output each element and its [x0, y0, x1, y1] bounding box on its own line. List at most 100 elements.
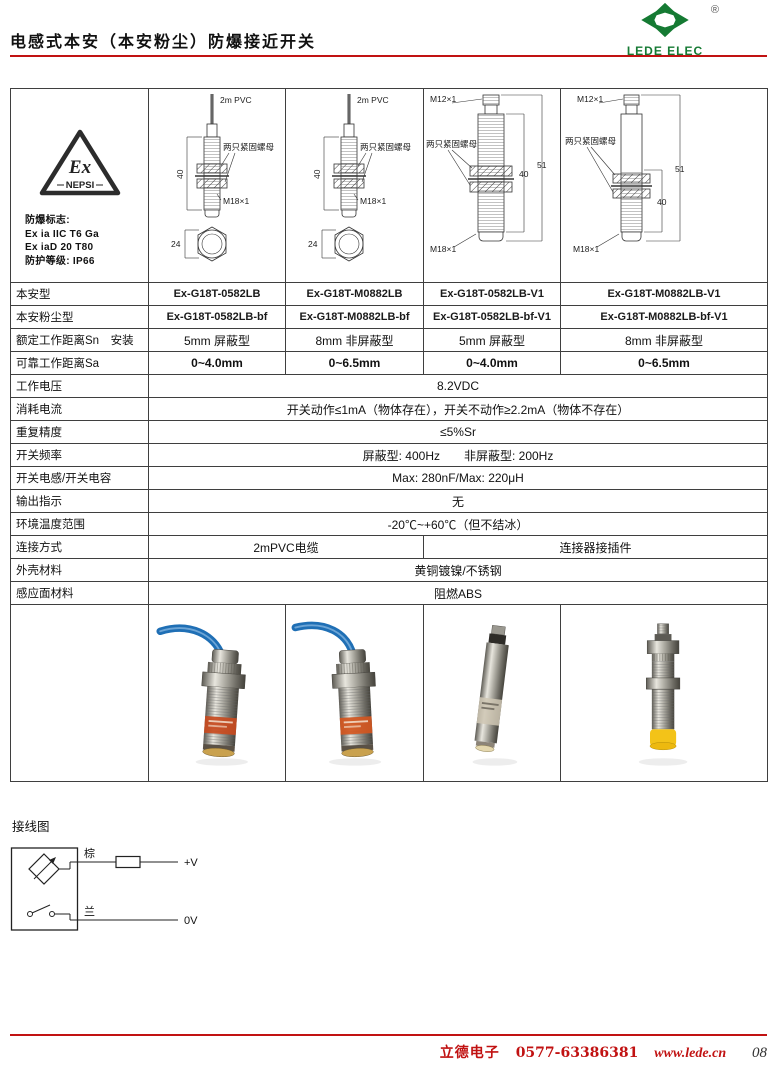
sensor-photo-cable-icon	[291, 621, 382, 766]
sensor-photo-connector-icon	[638, 623, 688, 766]
spec-label: 连接方式	[10, 535, 149, 559]
brand-logo: ® LEDE ELEC	[623, 2, 719, 58]
certification-text: 防爆标志: Ex ia IIC T6 Ga Ex iaD 20 T80 防护等级…	[25, 214, 148, 268]
dim-51-label: 51	[675, 164, 685, 174]
spec-label: 本安型	[10, 282, 149, 306]
nuts-label: 两只紧固螺母	[426, 139, 477, 149]
brand-name: LEDE ELEC	[626, 44, 704, 58]
ex-nepsi-mark: Ex NEPSI	[39, 129, 120, 196]
spec-label: 重复精度	[10, 420, 149, 444]
model-number: Ex-G18T-M0882LB-bf-V1	[560, 305, 768, 329]
wiring-diagram-title: 接线图	[12, 820, 50, 834]
spec-value: 8.2VDC	[148, 374, 768, 398]
nuts-label: 两只紧固螺母	[565, 136, 616, 146]
model-number: Ex-G18T-0582LB-bf	[148, 305, 286, 329]
wire-blue-label: 兰	[84, 905, 95, 918]
spec-value: 黄铜镀镍/不锈钢	[148, 558, 768, 582]
m12-label: M12×1	[577, 94, 603, 104]
footer-page-number: 08	[752, 1045, 767, 1061]
drawing-connector-1: M12×1 两只紧固螺母 40	[423, 88, 561, 283]
spec-value: -20℃~+60℃（但不结冰）	[148, 512, 768, 536]
m18-label: M18×1	[573, 244, 599, 254]
footer: 立德电子 0577-63386381 www.lede.cn 08	[440, 1042, 767, 1062]
cert-line: Ex ia IIC T6 Ga	[25, 228, 99, 240]
vzero-label: 0V	[184, 915, 198, 927]
spec-value: 8mm 非屏蔽型	[285, 328, 424, 352]
dim-40-label: 40	[175, 169, 185, 179]
wiring-diagram: 棕 +V 兰 0V	[10, 846, 198, 931]
spec-row: 工作电压 8.2VDC	[10, 374, 768, 398]
spec-row: 额定工作距离Sn 安装 5mm 屏蔽型 8mm 非屏蔽型 5mm 屏蔽型 8mm…	[10, 328, 768, 352]
page-title: 电感式本安（本安粉尘）防爆接近开关	[10, 34, 317, 51]
spec-row: 开关电感/开关电容 Max: 280nF/Max: 220μH	[10, 466, 768, 490]
spec-value: 2mPVC电缆	[148, 535, 424, 559]
nepsi-text: NEPSI	[65, 180, 94, 191]
cert-line: 防爆标志:	[25, 215, 70, 226]
dim-40-label: 40	[312, 169, 322, 179]
dim-24-label: 24	[308, 239, 318, 249]
registered-mark: ®	[710, 4, 719, 16]
spec-value: Max: 280nF/Max: 220μH	[148, 466, 768, 490]
photos-row	[10, 604, 768, 782]
footer-website-link[interactable]: www.lede.cn	[654, 1046, 727, 1061]
model-number: Ex-G18T-0582LB-V1	[423, 282, 561, 306]
spec-value: 0~6.5mm	[285, 351, 424, 375]
spec-value: 5mm 屏蔽型	[148, 328, 286, 352]
spec-label: 输出指示	[10, 489, 149, 513]
spec-label: 消耗电流	[10, 397, 149, 421]
dim-24-label: 24	[171, 239, 181, 249]
m12-label: M12×1	[430, 94, 456, 104]
dimension-drawing-cable-icon: 2m PVC 两只紧固螺母 40 M18×1	[308, 94, 411, 262]
model-number: Ex-G18T-M0882LB	[285, 282, 424, 306]
cert-line: Ex iaD 20 T80	[25, 242, 94, 253]
footer-company: 立德电子	[439, 1044, 500, 1060]
product-photo-1	[148, 604, 286, 782]
spec-row: 重复精度 ≤5%Sr	[10, 420, 768, 444]
spec-label: 额定工作距离Sn 安装	[10, 328, 149, 352]
cable-label: 2m PVC	[357, 95, 389, 105]
dim-51-label: 51	[537, 160, 547, 170]
dimension-drawing-connector-icon: M12×1 两只紧固螺母 40	[426, 94, 547, 254]
dim-40-label: 40	[657, 197, 667, 207]
lede-logo-icon	[641, 2, 689, 38]
sensor-photo-connector-icon	[472, 624, 518, 766]
spec-table: Ex NEPSI 防爆标志: Ex ia IIC T6 Ga Ex iaD 20…	[10, 88, 768, 782]
cert-line: 防护等级: IP66	[25, 255, 95, 267]
spec-value: 阻燃ABS	[148, 581, 768, 605]
dim-40-label: 40	[519, 169, 529, 179]
spec-label: 本安粉尘型	[10, 305, 149, 329]
m18-label: M18×1	[360, 196, 386, 206]
dimension-drawing-connector-icon: M12×1 两只紧固螺母 40	[565, 94, 685, 254]
spec-row: 外壳材料 黄铜镀镍/不锈钢	[10, 558, 768, 582]
spec-label: 开关电感/开关电容	[10, 466, 149, 490]
spec-value: 0~6.5mm	[560, 351, 768, 375]
m18-label: M18×1	[223, 196, 249, 206]
spec-row: 消耗电流 开关动作≤1mA（物体存在），开关不动作≥2.2mA（物体不存在）	[10, 397, 768, 421]
spec-row: 感应面材料 阻燃ABS	[10, 581, 768, 605]
wire-brown-label: 棕	[84, 846, 95, 860]
product-photo-4	[560, 604, 768, 782]
dimension-drawing-cable-icon: 2m PVC 两只紧固螺母 40 M18×1	[171, 94, 274, 262]
model-number: Ex-G18T-M0882LB-V1	[560, 282, 768, 306]
spec-label: 环境温度范围	[10, 512, 149, 536]
model-number: Ex-G18T-M0882LB-bf	[285, 305, 424, 329]
product-photo-3	[423, 604, 561, 782]
spec-value: 开关动作≤1mA（物体存在），开关不动作≥2.2mA（物体不存在）	[148, 397, 768, 421]
footer-phone: 0577-63386381	[515, 1045, 639, 1061]
spec-value: 屏蔽型: 400Hz 非屏蔽型: 200Hz	[148, 443, 768, 467]
drawing-connector-2: M12×1 两只紧固螺母 40	[560, 88, 768, 283]
spec-value: 8mm 非屏蔽型	[560, 328, 768, 352]
nuts-label: 两只紧固螺母	[223, 142, 274, 152]
spec-value: 0~4.0mm	[148, 351, 286, 375]
spec-row: 本安粉尘型 Ex-G18T-0582LB-bf Ex-G18T-M0882LB-…	[10, 305, 768, 329]
model-number: Ex-G18T-0582LB-bf-V1	[423, 305, 561, 329]
cert-cell: Ex NEPSI 防爆标志: Ex ia IIC T6 Ga Ex iaD 20…	[10, 88, 149, 283]
spec-label: 工作电压	[10, 374, 149, 398]
cable-label: 2m PVC	[220, 95, 252, 105]
spec-label: 可靠工作距离Sa	[10, 351, 149, 375]
spec-row: 可靠工作距离Sa 0~4.0mm 0~6.5mm 0~4.0mm 0~6.5mm	[10, 351, 768, 375]
vplus-label: +V	[184, 857, 198, 869]
resistor-symbol	[115, 855, 141, 869]
nuts-label: 两只紧固螺母	[360, 142, 411, 152]
